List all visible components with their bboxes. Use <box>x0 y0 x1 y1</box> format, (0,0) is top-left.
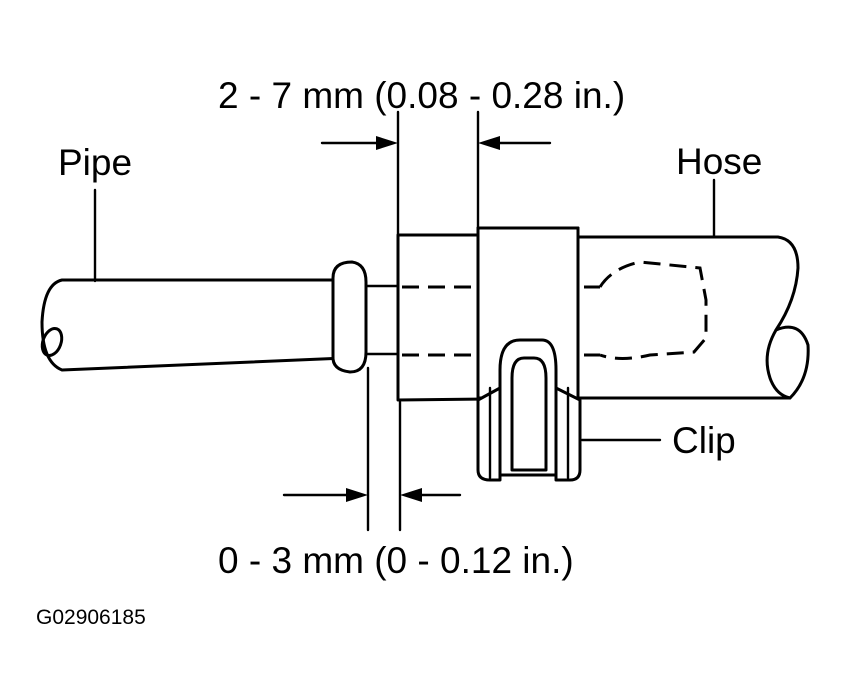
clip-label: Clip <box>672 420 736 461</box>
clip <box>476 226 582 482</box>
bottom-dimension-lines <box>282 366 462 532</box>
pipe <box>40 260 400 374</box>
hose <box>396 226 810 402</box>
top-dimension-label: 2 - 7 mm (0.08 - 0.28 in.) <box>218 75 625 116</box>
hose-label: Hose <box>676 141 762 182</box>
bottom-dimension-label: 0 - 3 mm (0 - 0.12 in.) <box>218 540 574 581</box>
top-dimension-lines <box>320 110 552 240</box>
pipe-label: Pipe <box>58 142 132 183</box>
figure-code: G02906185 <box>36 606 146 629</box>
